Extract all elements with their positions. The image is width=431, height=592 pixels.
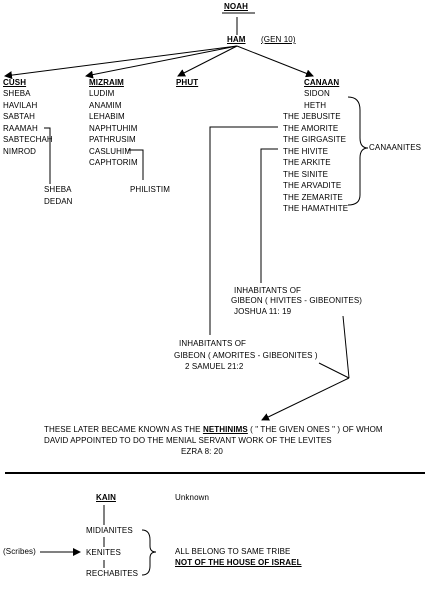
ham-cush-line [4,45,238,80]
list-item: THE ARKITE [283,158,331,167]
canaan-title: CANAAN [304,78,340,87]
list-item: SHEBA [44,185,72,194]
cush-title: CUSH [3,78,27,87]
list-item: THE JEBUSITE [283,112,341,121]
canaanites-brace [347,96,369,206]
list-item: THE GIRGASITE [283,135,347,144]
midianites-label: MIDIANITES [86,526,133,535]
list-item: SIDON [304,89,330,98]
kain-brace [141,529,157,576]
nethinims-post: ( " THE GIVEN ONES " ) OF WHOM [247,425,383,434]
hivite-connector [260,148,278,283]
amorite-connector [209,126,278,335]
nethinims-term: NETHINIMS [202,425,248,434]
amorites-to-arrow [318,362,350,379]
nethinims-ref: EZRA 8: 20 [181,447,223,456]
nethinims-pre: THESE LATER BECAME KNOWN AS THE [44,425,203,434]
list-item: SABTAH [3,112,36,121]
list-item: THE ARVADITE [283,181,342,190]
kain-title: KAIN [96,493,116,502]
ham-mizraim-line [85,45,238,79]
ham-label: HAM [227,35,246,44]
list-item: CASLUHIM [89,146,132,156]
scribes-label: (Scribes) [3,547,36,556]
gibeon-hivites-line1: INHABITANTS OF [234,286,302,295]
same-tribe-line2: NOT OF THE HOUSE OF ISRAEL [175,558,302,567]
list-item: HAVILAH [3,100,38,110]
mizraim-title: MIZRAIM [89,78,124,87]
canaanites-label: CANAANITES [369,143,422,152]
cush-children: SHEBA HAVILAH SABTAH RAAMAH SABTECHAH NI… [3,90,53,159]
kain-unknown: Unknown [175,493,210,502]
list-item: SHEBA [3,89,31,98]
list-item: THE HAMATHITE [283,204,349,213]
list-item: SABTECHAH [3,135,53,144]
list-item: THE HIVITE [283,146,329,156]
ham-phut-line [177,45,238,77]
rechabites-label: RECHABITES [86,569,139,578]
list-item: RAAMAH [3,123,38,133]
canaan-tribes: THE JEBUSITE THE AMORITE THE GIRGASITE T… [283,113,348,217]
canaan-sidon-heth: SIDON HETH [304,90,330,113]
raamah-children: SHEBA DEDAN [44,186,73,209]
ham-canaan-line [236,45,314,78]
list-item: THE AMORITE [283,123,339,133]
list-item: NAPHTUHIM [89,123,138,133]
nethinims-arrow [261,377,350,421]
list-item: HETH [304,100,327,110]
gibeon-hivites-line2: GIBEON ( HIVITES - GIBEONITES) [231,296,363,305]
list-item: THE SINITE [283,169,329,179]
gibeon-amorites-line1: INHABITANTS OF [179,339,247,348]
list-item: PATHRUSIM [89,135,136,144]
noah-label: NOAH [224,2,248,11]
gibeon-amorites-ref: 2 SAMUEL 21:2 [185,362,244,371]
casluhim-connector [128,149,144,180]
hivites-to-arrow [342,315,350,379]
philistim-label: PHILISTIM [130,185,171,194]
nethinims-line2: DAVID APPOINTED TO DO THE MENIAL SERVANT… [44,436,332,445]
raamah-connector [44,127,51,184]
list-item: LUDIM [89,89,115,98]
kenites-label: KENITES [86,548,121,557]
list-item: ANAMIM [89,100,122,110]
phut-title: PHUT [176,78,199,87]
list-item: DEDAN [44,196,73,206]
list-item: LEHABIM [89,112,125,121]
ham-reference: (GEN 10) [261,35,296,44]
mizraim-children: LUDIM ANAMIM LEHABIM NAPHTUHIM PATHRUSIM… [89,90,138,171]
gibeon-hivites-ref: JOSHUA 11: 19 [234,307,292,316]
list-item: NIMROD [3,146,37,156]
nethinims-line1: THESE LATER BECAME KNOWN AS THE NETHINIM… [44,426,383,434]
same-tribe-line1: ALL BELONG TO SAME TRIBE [175,547,291,556]
gibeon-amorites-line2: GIBEON ( AMORITES - GIBEONITES ) [174,351,318,360]
list-item: CAPHTORIM [89,158,138,167]
list-item: THE ZEMARITE [283,192,343,202]
